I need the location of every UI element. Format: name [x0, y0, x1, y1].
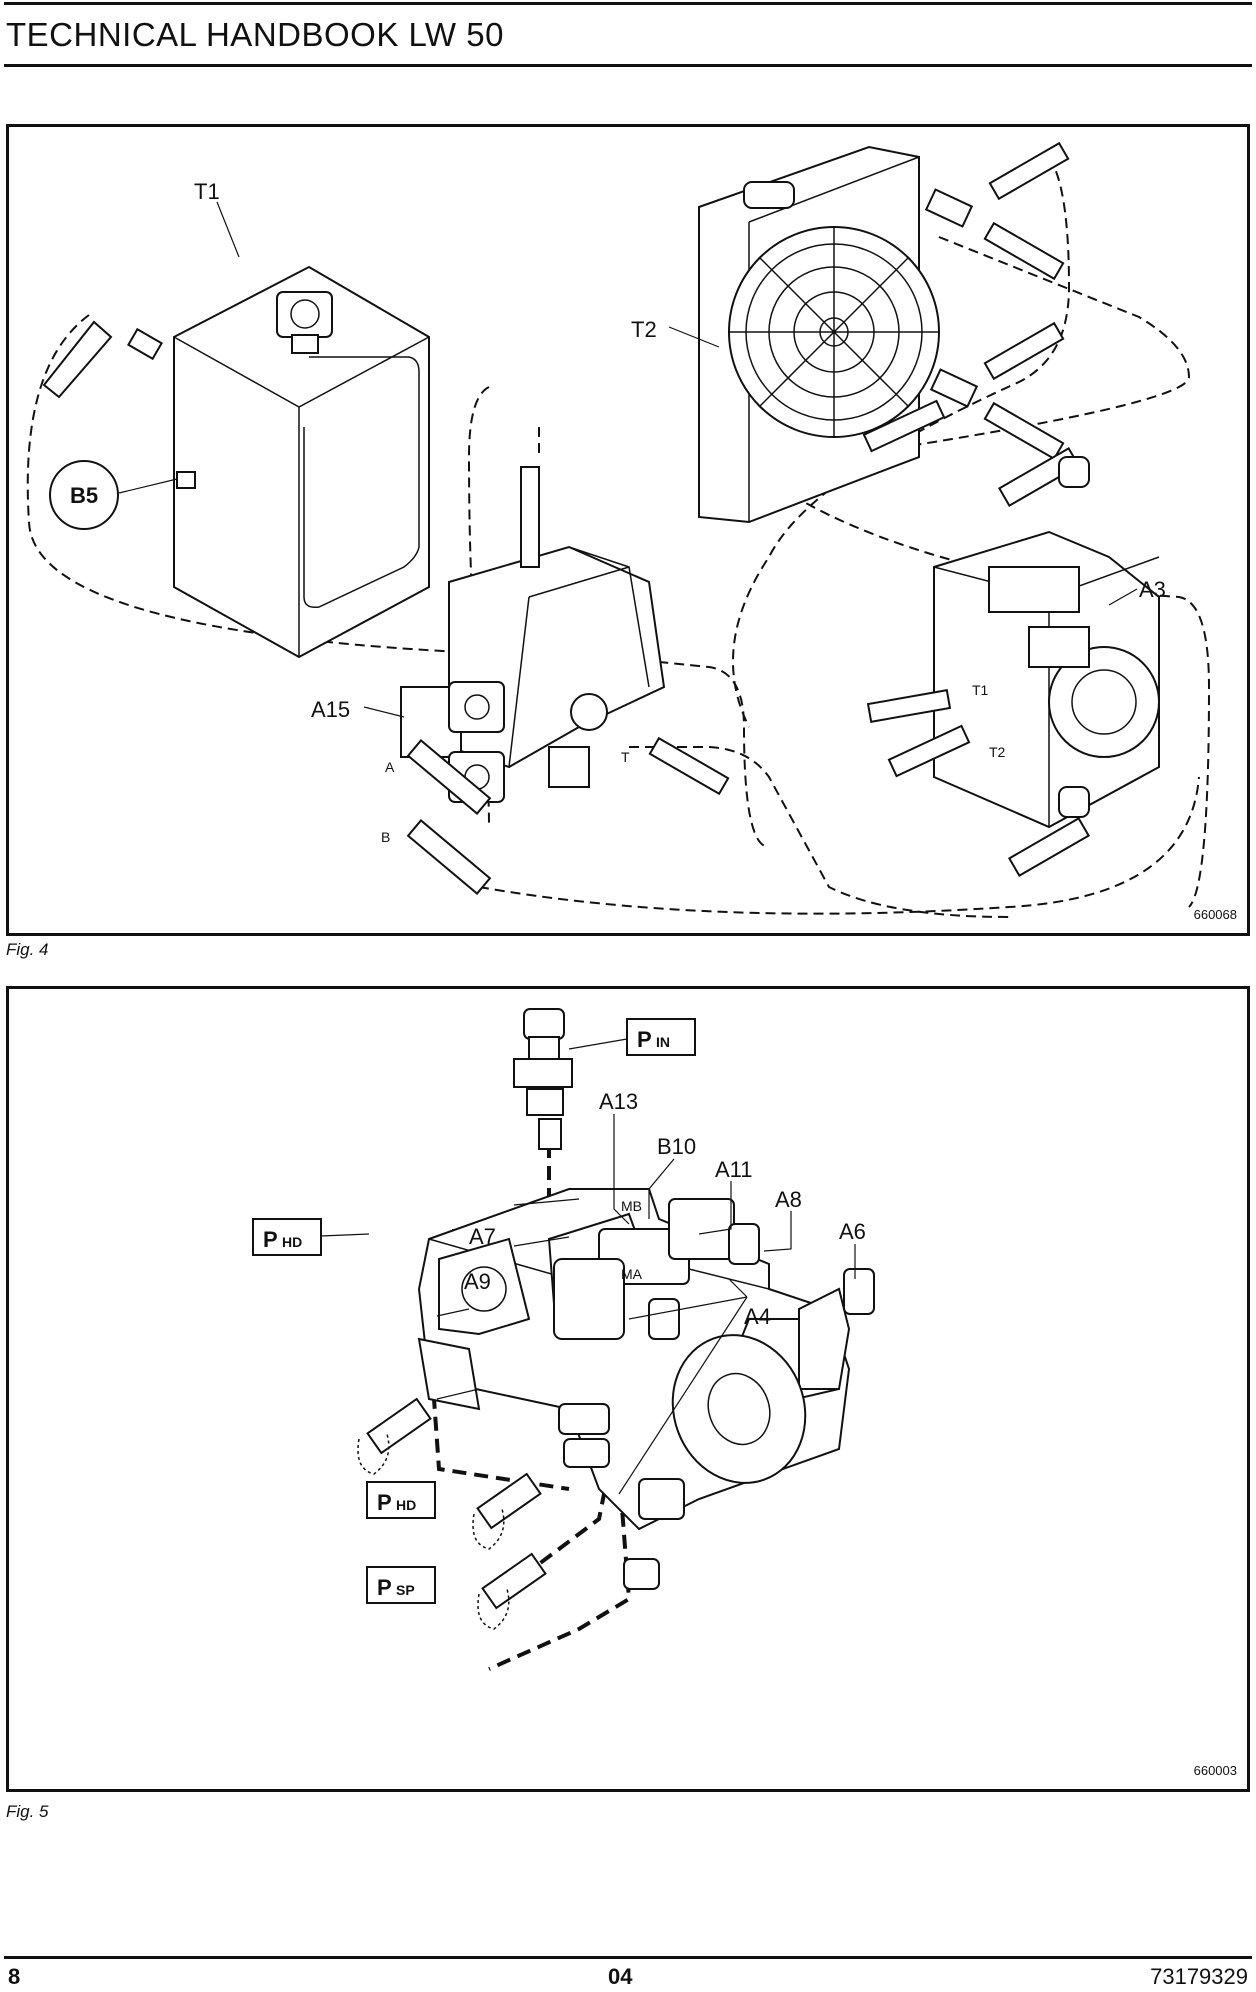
- port-phd2-main: P: [377, 1490, 392, 1515]
- port-badge-psp: P SP: [366, 1566, 436, 1604]
- label-a3: A3: [1139, 577, 1166, 602]
- page-number: 8: [8, 1964, 21, 1989]
- port-badge-phd-1: P HD: [252, 1218, 322, 1256]
- header-rule: [4, 64, 1252, 67]
- label-a15: A15: [311, 697, 350, 722]
- label-a9: A9: [464, 1269, 491, 1294]
- label-port-t: T: [621, 749, 630, 765]
- figure-4-code: 660068: [1194, 907, 1237, 922]
- port-phd1-sub: HD: [282, 1234, 302, 1250]
- port-pin-sub: IN: [656, 1034, 670, 1050]
- cooler-fittings: [862, 141, 1070, 461]
- label-a7: A7: [469, 1224, 496, 1249]
- figure-4-frame: B5 T1 T2 A3 A15 A B T T1 T2 660068: [6, 124, 1250, 936]
- tank-t1: [173, 265, 430, 659]
- pump-a3: [933, 530, 1160, 829]
- port-badge-pin: P IN: [626, 1018, 696, 1056]
- b5-badge: [49, 460, 119, 530]
- port-badge-phd-2: P HD: [366, 1481, 436, 1519]
- coupling-phd-2: [472, 1472, 542, 1550]
- label-t1: T1: [194, 179, 220, 204]
- port-phd2-sub: HD: [396, 1497, 416, 1513]
- cooler-t2: [698, 145, 940, 524]
- figure-5-caption: Fig. 5: [6, 1802, 49, 1821]
- figure-4-drawing: B5 T1 T2 A3 A15 A B T T1 T2 660068: [26, 141, 1237, 922]
- document-number: 73179329: [1150, 1964, 1248, 1989]
- figure-5-code: 660003: [1194, 1763, 1237, 1778]
- figure-5-frame: P IN P HD P HD P SP A13 B10 A11 A8 A6 A7…: [6, 986, 1250, 1792]
- page-title: TECHNICAL HANDBOOK LW 50: [6, 16, 504, 53]
- port-psp-main: P: [377, 1575, 392, 1600]
- label-ma: MA: [621, 1266, 643, 1282]
- label-a11: A11: [715, 1157, 753, 1182]
- label-a8: A8: [775, 1187, 802, 1212]
- figure-4-caption: Fig. 4: [6, 940, 49, 959]
- label-t2: T2: [631, 317, 657, 342]
- label-b5: B5: [70, 483, 98, 508]
- coupling-phd-1: [357, 1397, 432, 1475]
- label-port-t1: T1: [972, 682, 989, 698]
- motor-a15: [400, 466, 666, 803]
- label-port-b: B: [381, 829, 390, 845]
- section-number: 04: [608, 1964, 633, 1989]
- top-rule: [4, 2, 1252, 5]
- port-pin-main: P: [637, 1027, 652, 1052]
- label-port-t2: T2: [989, 744, 1006, 760]
- label-a4: A4: [744, 1304, 771, 1329]
- label-b10: B10: [657, 1134, 696, 1159]
- label-port-a: A: [385, 759, 395, 775]
- figure-5-drawing: P IN P HD P HD P SP A13 B10 A11 A8 A6 A7…: [252, 1008, 1237, 1778]
- footer-rule: [4, 1956, 1252, 1959]
- pin-fitting: [513, 1008, 573, 1150]
- port-phd1-main: P: [263, 1227, 278, 1252]
- port-psp-sub: SP: [396, 1582, 415, 1598]
- label-a13: A13: [599, 1089, 638, 1114]
- coupling-psp: [477, 1552, 547, 1630]
- label-mb: MB: [621, 1198, 642, 1214]
- label-a6: A6: [839, 1219, 866, 1244]
